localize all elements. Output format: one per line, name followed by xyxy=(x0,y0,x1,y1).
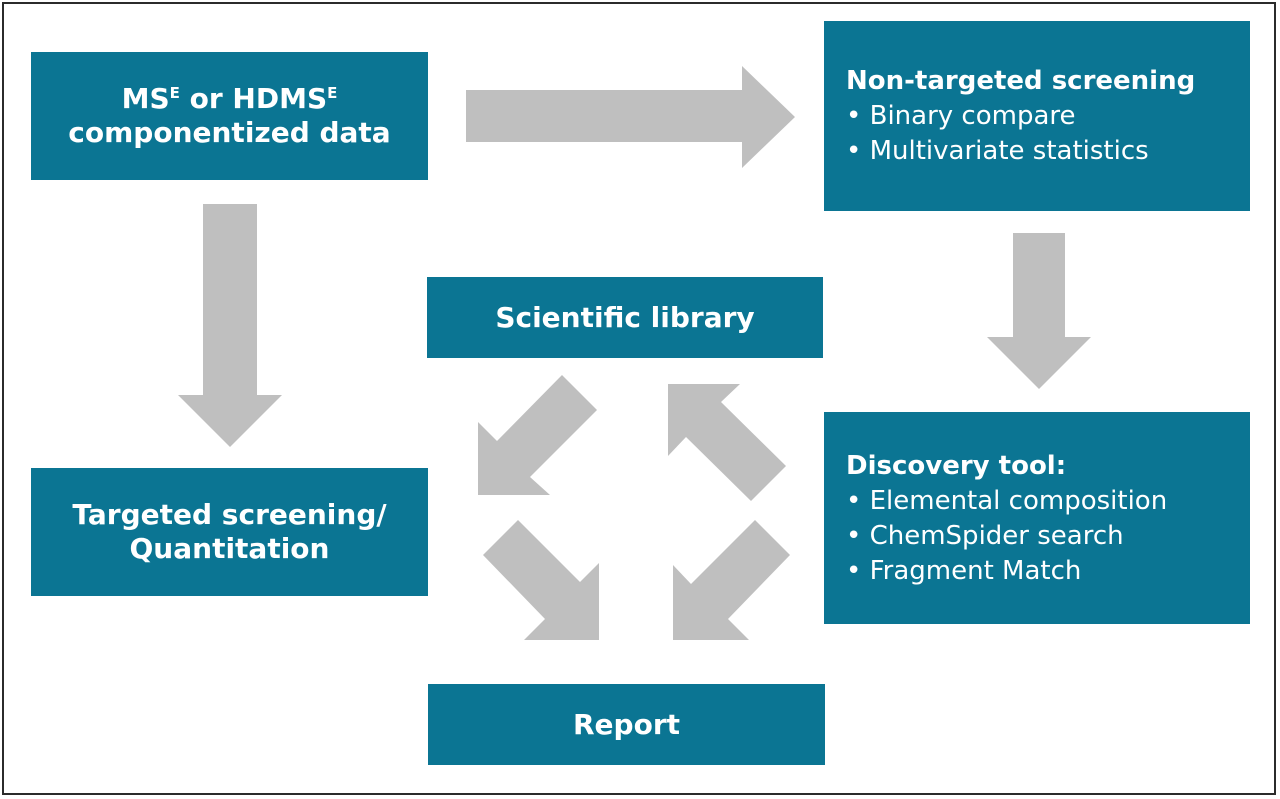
discovery-bullet: • Elemental composition xyxy=(846,486,1168,516)
arrow-source-to-targeted xyxy=(178,204,282,447)
discovery-bullet: • Fragment Match xyxy=(846,556,1082,586)
non-targeted-bullet: • Multivariate statistics xyxy=(846,136,1149,166)
arrow-discovery-to-report xyxy=(673,520,790,640)
hdms-text: or HDMS xyxy=(179,82,328,115)
non-targeted-screening-box: Non-targeted screening • Binary compare … xyxy=(824,21,1250,211)
non-targeted-title: Non-targeted screening xyxy=(846,66,1196,96)
arrow-discovery-to-library xyxy=(668,384,786,501)
ms-superscript: E xyxy=(169,84,180,102)
scientific-library-box: Scientific library xyxy=(427,277,823,358)
source-data-box: MSE or HDMSE componentized data xyxy=(31,52,428,180)
report-box: Report xyxy=(428,684,825,765)
discovery-title: Discovery tool: xyxy=(846,451,1067,481)
arrow-nontargeted-to-discovery xyxy=(987,233,1091,389)
targeted-line1: Targeted screening/ xyxy=(72,498,387,531)
scientific-library-label: Scientific library xyxy=(495,300,755,334)
hdms-superscript: E xyxy=(327,84,338,102)
discovery-bullet: • ChemSpider search xyxy=(846,521,1124,551)
arrow-source-to-nontargeted xyxy=(466,66,795,168)
arrow-targeted-to-report xyxy=(483,520,599,640)
source-data-line2: componentized data xyxy=(68,116,391,149)
targeted-screening-box: Targeted screening/ Quantitation xyxy=(31,468,428,596)
ms-text: MS xyxy=(121,82,170,115)
targeted-line2: Quantitation xyxy=(129,532,330,565)
report-label: Report xyxy=(572,707,681,741)
discovery-tool-box: Discovery tool: • Elemental composition … xyxy=(824,412,1250,624)
source-data-line1: MSE or HDMSE xyxy=(122,82,338,116)
arrow-library-to-targeted xyxy=(478,375,597,495)
non-targeted-bullet: • Binary compare xyxy=(846,101,1076,131)
